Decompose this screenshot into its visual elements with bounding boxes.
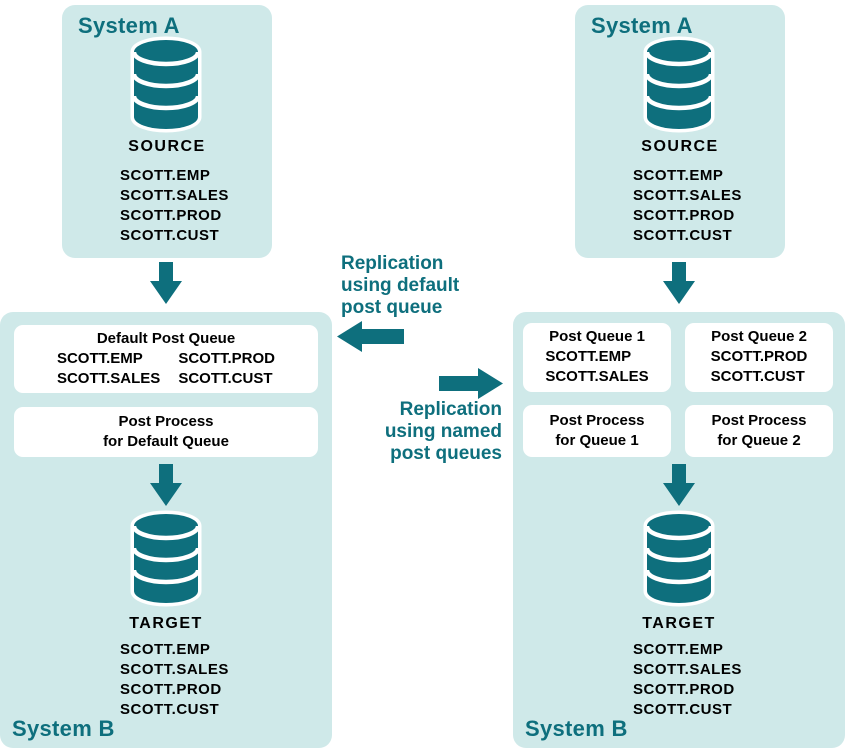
table-name: SCOTT.EMP	[633, 641, 724, 658]
table-name: SCOTT.PROD	[633, 681, 735, 698]
source-db-label: SOURCE	[128, 138, 206, 155]
table-name: SCOTT.CUST	[178, 370, 273, 387]
source-table-list: SCOTT.EMP SCOTT.SALES SCOTT.PROD SCOTT.C…	[633, 166, 742, 246]
queue-table-list: SCOTT.PROD SCOTT.CUST	[711, 347, 808, 387]
left-arrow-icon	[337, 321, 404, 352]
table-name: SCOTT.SALES	[633, 661, 742, 678]
left-system-a-title: System A	[78, 13, 180, 38]
table-name: SCOTT.EMP	[120, 167, 211, 184]
down-arrow-icon	[150, 262, 182, 304]
table-name: SCOTT.PROD	[710, 348, 808, 365]
right-system-a-title: System A	[591, 13, 693, 38]
left-system-b-panel: Default Post Queue SCOTT.EMP SCOTT.SALES…	[0, 312, 332, 748]
queue-column-2: SCOTT.PROD SCOTT.CUST	[178, 349, 275, 389]
queue-table-columns: SCOTT.EMP SCOTT.SALES SCOTT.PROD SCOTT.C…	[14, 349, 318, 389]
replication-named-label: Replication using named post queues	[385, 399, 502, 465]
label-line: Replication	[341, 253, 444, 274]
table-name: SCOTT.CUST	[633, 227, 733, 244]
table-name: SCOTT.PROD	[633, 207, 735, 224]
left-system-b-title: System B	[12, 716, 115, 741]
database-cylinder-icon	[126, 510, 206, 608]
queue-box-title: Post Queue 1	[549, 328, 645, 345]
queue-column-1: SCOTT.EMP SCOTT.SALES	[57, 349, 160, 389]
table-name: SCOTT.PROD	[178, 350, 276, 367]
table-name: SCOTT.EMP	[56, 350, 143, 367]
process-box-line: for Queue 1	[555, 432, 639, 449]
target-db-label: TARGET	[129, 615, 203, 632]
database-cylinder-icon	[126, 36, 206, 134]
target-db-label: TARGET	[642, 615, 716, 632]
process-box-line: Post Process	[549, 412, 645, 429]
source-table-list: SCOTT.EMP SCOTT.SALES SCOTT.PROD SCOTT.C…	[120, 166, 229, 246]
table-name: SCOTT.EMP	[545, 348, 632, 365]
post-process-1-box: Post Process for Queue 1	[523, 405, 671, 457]
default-post-process-box: Post Process for Default Queue	[14, 407, 318, 457]
target-table-list: SCOTT.EMP SCOTT.SALES SCOTT.PROD SCOTT.C…	[120, 640, 229, 720]
default-post-queue-box: Default Post Queue SCOTT.EMP SCOTT.SALES…	[14, 325, 318, 393]
left-system-a-panel: System A SOURCE SCOTT.EMP SCOTT.SALES SC…	[62, 5, 272, 258]
label-line: post queue	[341, 297, 443, 318]
post-process-2-box: Post Process for Queue 2	[685, 405, 833, 457]
process-box-line: for Queue 2	[717, 432, 801, 449]
table-name: SCOTT.PROD	[120, 207, 222, 224]
table-name: SCOTT.PROD	[120, 681, 222, 698]
process-box-line: for Default Queue	[103, 433, 229, 450]
right-arrow-icon	[439, 368, 503, 399]
process-box-line: Post Process	[118, 413, 214, 430]
label-line: Replication	[399, 399, 502, 420]
table-name: SCOTT.SALES	[545, 368, 649, 385]
right-system-b-title: System B	[525, 716, 628, 741]
table-name: SCOTT.CUST	[710, 368, 805, 385]
label-line: using named	[384, 421, 502, 442]
label-line: post queues	[390, 443, 502, 464]
post-queue-1-box: Post Queue 1 SCOTT.EMP SCOTT.SALES	[523, 323, 671, 392]
down-arrow-icon	[663, 262, 695, 304]
post-queue-2-box: Post Queue 2 SCOTT.PROD SCOTT.CUST	[685, 323, 833, 392]
table-name: SCOTT.SALES	[633, 187, 742, 204]
source-db-label: SOURCE	[641, 138, 719, 155]
label-line: using default	[341, 275, 460, 296]
database-cylinder-icon	[639, 510, 719, 608]
right-system-a-panel: System A SOURCE SCOTT.EMP SCOTT.SALES SC…	[575, 5, 785, 258]
database-cylinder-icon	[639, 36, 719, 134]
queue-table-list: SCOTT.EMP SCOTT.SALES	[545, 347, 648, 387]
table-name: SCOTT.CUST	[120, 227, 220, 244]
down-arrow-icon	[663, 464, 695, 506]
queue-box-title: Post Queue 2	[711, 328, 807, 345]
right-system-b-panel: Post Queue 1 SCOTT.EMP SCOTT.SALES Post …	[513, 312, 845, 748]
table-name: SCOTT.EMP	[633, 167, 724, 184]
target-table-list: SCOTT.EMP SCOTT.SALES SCOTT.PROD SCOTT.C…	[633, 640, 742, 720]
table-name: SCOTT.CUST	[120, 701, 220, 718]
table-name: SCOTT.CUST	[633, 701, 733, 718]
queue-box-title: Default Post Queue	[96, 330, 236, 347]
table-name: SCOTT.SALES	[120, 187, 229, 204]
table-name: SCOTT.SALES	[120, 661, 229, 678]
down-arrow-icon	[150, 464, 182, 506]
process-box-line: Post Process	[711, 412, 807, 429]
table-name: SCOTT.EMP	[120, 641, 211, 658]
table-name: SCOTT.SALES	[56, 370, 161, 387]
replication-default-label: Replication using default post queue	[341, 253, 459, 319]
